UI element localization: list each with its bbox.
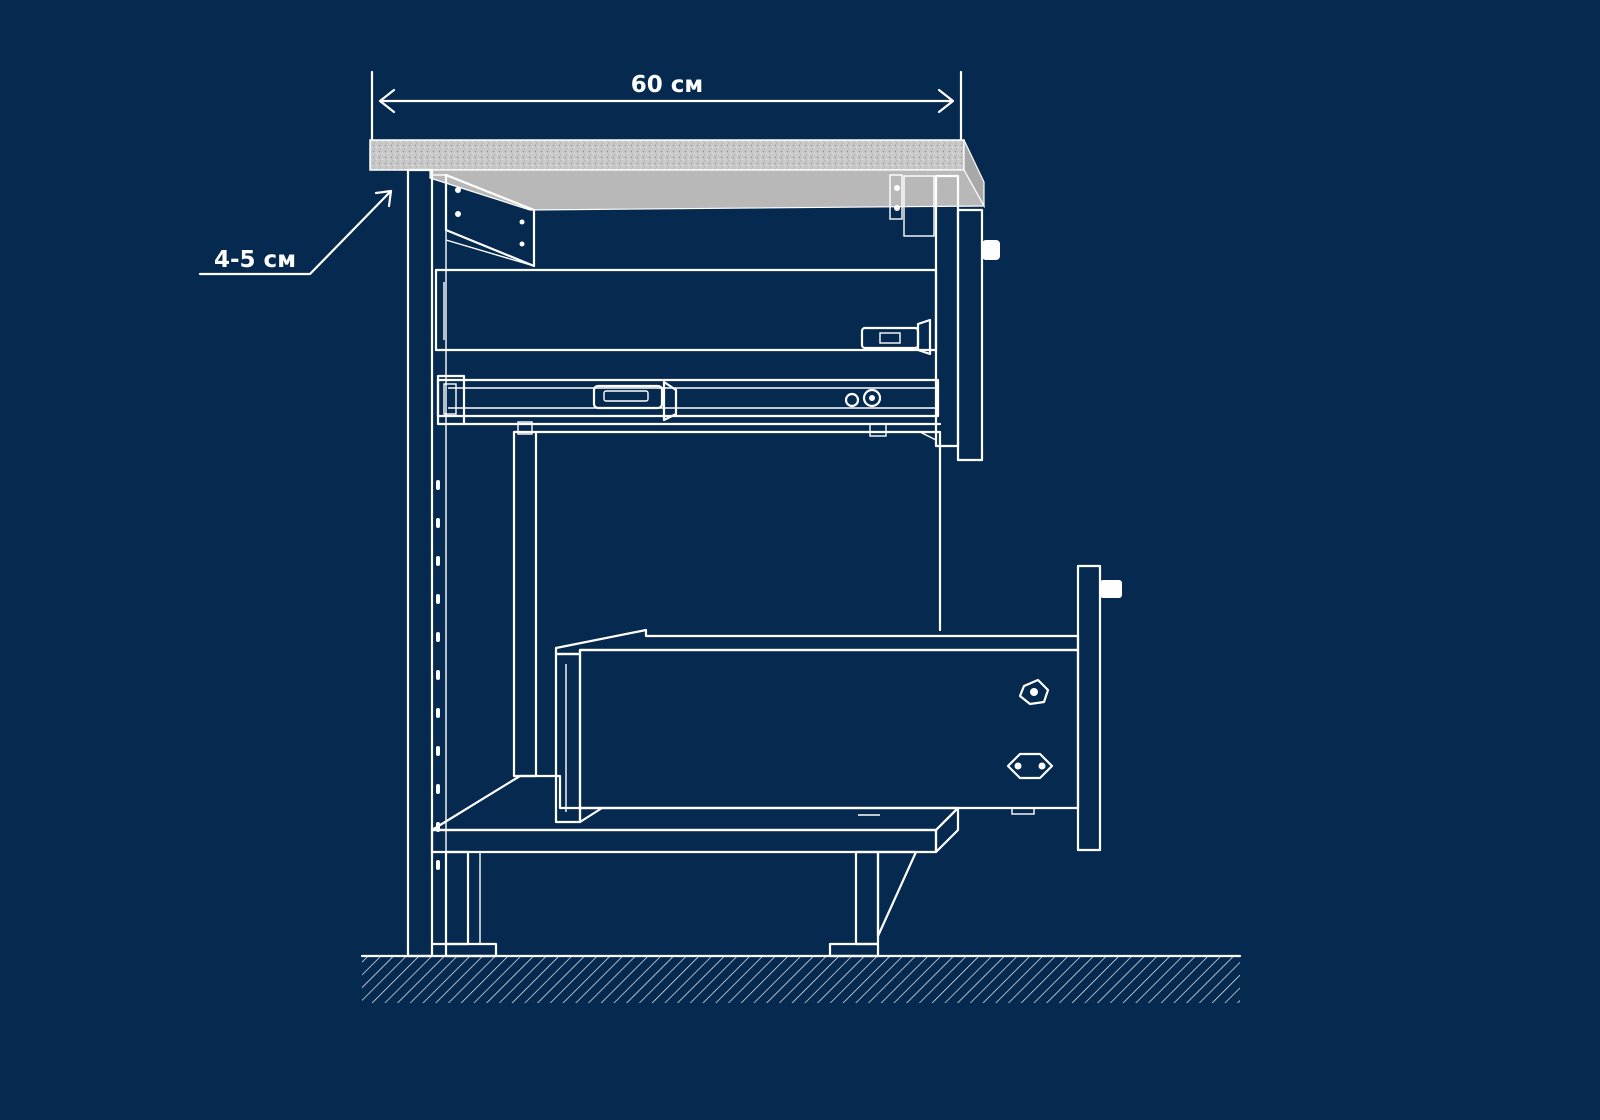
runner-rear-clip xyxy=(443,383,457,415)
runner-rear-mount xyxy=(436,374,466,426)
lower-drawer xyxy=(554,564,1122,852)
front-connector-plate xyxy=(903,175,935,237)
pin-hole xyxy=(436,670,440,680)
screw-icon xyxy=(1030,688,1038,696)
floor xyxy=(360,954,1242,1003)
upper-drawer xyxy=(434,174,1000,462)
clip-slot xyxy=(879,332,901,344)
pin-hole xyxy=(436,708,440,718)
overhang-label: 4-5 см xyxy=(214,247,296,273)
cabinet-bottom xyxy=(430,774,960,958)
cabinet-interior xyxy=(512,421,942,778)
screw-icon xyxy=(455,187,461,193)
shelf-pin-holes xyxy=(436,480,440,870)
cabinet-side-panel xyxy=(406,168,447,958)
front-fixing-clip xyxy=(860,326,920,350)
lower-drawer-runner-clip xyxy=(1011,807,1035,815)
plinth-foot-left xyxy=(430,942,498,958)
pin-hole xyxy=(436,784,440,794)
screw-icon xyxy=(894,205,900,211)
pin-hole xyxy=(436,632,440,642)
screw-icon xyxy=(519,219,525,225)
width-label: 60 см xyxy=(631,72,703,98)
bottom-shelf-top xyxy=(430,774,960,832)
plinth-leg-left-side xyxy=(467,851,481,945)
screw-icon xyxy=(869,395,875,401)
runner-roller-icon xyxy=(844,392,860,408)
overhang-leader-line xyxy=(198,190,392,276)
lower-drawer-side xyxy=(578,648,1080,810)
floor-hatching xyxy=(362,957,1240,1003)
front-connector xyxy=(889,174,903,220)
divider-cap xyxy=(517,421,533,435)
pin-hole xyxy=(436,556,440,566)
clip-bracket xyxy=(916,318,932,356)
screw-icon xyxy=(1038,762,1046,770)
width-arrow-right xyxy=(937,88,955,114)
bottom-shelf-side xyxy=(934,806,960,854)
side-panel-front-edge xyxy=(406,168,434,958)
drawer-runner xyxy=(436,374,942,441)
upper-drawer-back-panel xyxy=(934,174,960,448)
interior-divider-post xyxy=(512,430,538,778)
overhang-arrow xyxy=(374,189,393,208)
screw-icon xyxy=(455,211,461,217)
bottom-shelf-front xyxy=(430,828,938,854)
upper-drawer-front xyxy=(956,208,984,462)
runner-carriage xyxy=(592,384,664,410)
screw-icon xyxy=(894,185,900,191)
pin-hole xyxy=(436,480,440,490)
cam-fitting-lower xyxy=(1006,752,1054,780)
plinth-leg-right xyxy=(854,850,880,946)
pin-hole xyxy=(436,860,440,870)
screw-icon xyxy=(1014,762,1022,770)
top-rail-edge xyxy=(445,239,535,267)
countertop-underside xyxy=(429,169,986,211)
plinth-leg-left xyxy=(444,850,470,946)
cam-fitting-upper xyxy=(1018,678,1050,706)
overhang-dimension: 4-5 см xyxy=(198,189,393,276)
runner-roller-icon xyxy=(862,388,882,408)
plinth-foot-right xyxy=(828,942,880,958)
screw-icon xyxy=(519,241,525,247)
runner-stop xyxy=(662,380,678,422)
pin-hole xyxy=(436,746,440,756)
top-rail-bracket xyxy=(444,173,536,268)
countertop-edge xyxy=(369,139,965,171)
cam-lock-icon xyxy=(1018,678,1050,706)
countertop xyxy=(369,139,986,211)
pin-hole xyxy=(436,594,440,604)
cam-lock-icon xyxy=(1006,752,1054,780)
pin-hole xyxy=(436,518,440,528)
runner-tab-clip xyxy=(869,423,887,437)
lower-drawer-front xyxy=(1076,564,1102,852)
width-dimension: 60 см xyxy=(370,70,963,142)
upper-drawer-handle xyxy=(982,240,1000,260)
lower-drawer-bottom-corner xyxy=(578,806,604,824)
runner-carriage-slot xyxy=(603,390,649,402)
plinth-leg-right-side xyxy=(876,850,918,938)
lower-drawer-handle xyxy=(1100,580,1122,598)
width-arrow-left xyxy=(378,88,396,114)
